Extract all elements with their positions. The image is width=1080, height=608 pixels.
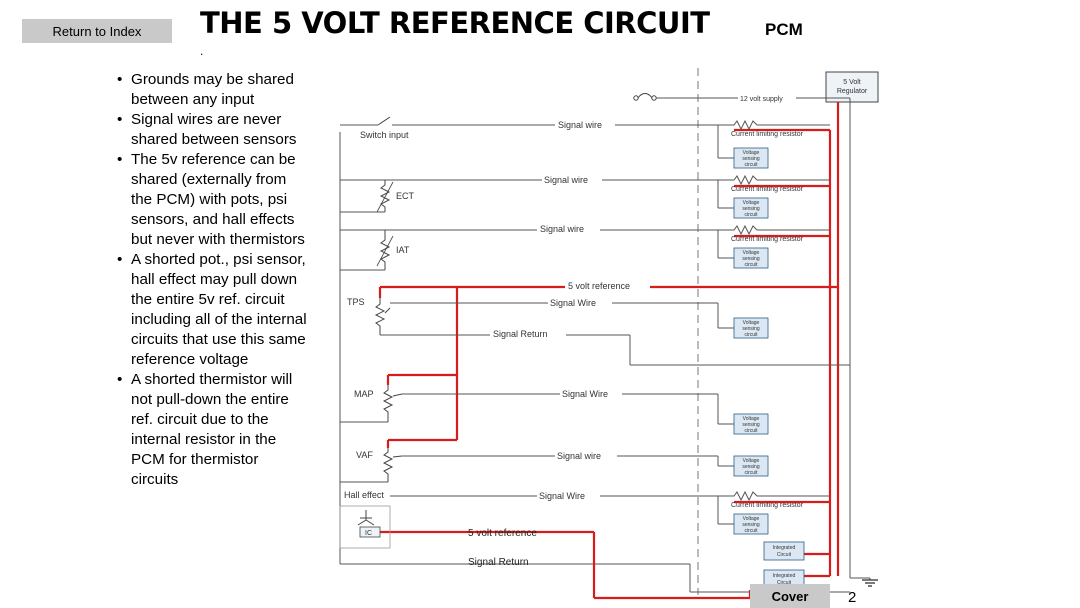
ect-signal-wire-label: Signal wire bbox=[544, 175, 588, 185]
hall-signal-wire-label: Signal Wire bbox=[539, 491, 585, 501]
hall-effect-sensor: Hall effect IC Signal Wire 5 volt refere… bbox=[339, 490, 710, 568]
svg-text:Voltage: Voltage bbox=[743, 516, 760, 522]
bullet-item: The 5v reference can be shared (external… bbox=[112, 150, 307, 250]
svg-text:sensing: sensing bbox=[742, 522, 759, 528]
integrated-circuit-box: Integrated Circuit bbox=[763, 541, 805, 561]
iat-sensor: IAT Signal wire bbox=[340, 224, 710, 271]
svg-text:sensing: sensing bbox=[742, 156, 759, 162]
svg-text:sensing: sensing bbox=[742, 326, 759, 332]
svg-text:sensing: sensing bbox=[742, 206, 759, 212]
svg-text:Voltage: Voltage bbox=[743, 416, 760, 422]
svg-text:sensing: sensing bbox=[742, 422, 759, 428]
signal-return-label: Signal Return bbox=[493, 329, 548, 339]
svg-text:Current limiting resistor: Current limiting resistor bbox=[731, 131, 804, 138]
svg-text:circuit: circuit bbox=[744, 528, 758, 534]
regulator-label-line2: Regulator bbox=[837, 88, 868, 95]
switch-signal-wire-label: Signal wire bbox=[558, 120, 602, 130]
pcm-label: PCM bbox=[765, 20, 803, 39]
svg-text:sensing: sensing bbox=[742, 464, 759, 470]
map-sensor: MAP Signal Wire bbox=[340, 385, 710, 423]
stray-mark: . bbox=[200, 44, 204, 58]
cover-button[interactable]: Cover bbox=[750, 584, 830, 608]
vaf-label: VAF bbox=[356, 450, 373, 460]
hall-five-volt-reference-label: 5 volt reference bbox=[468, 528, 537, 539]
hall-effect-label: Hall effect bbox=[344, 490, 384, 500]
svg-text:Voltage: Voltage bbox=[743, 320, 760, 326]
svg-text:Circuit: Circuit bbox=[777, 552, 792, 558]
ic-label: IC bbox=[365, 530, 372, 537]
svg-text:circuit: circuit bbox=[744, 212, 758, 218]
svg-text:Voltage: Voltage bbox=[743, 250, 760, 256]
voltage-sensing-box: Voltage sensing circuit bbox=[717, 125, 769, 169]
regulator-box bbox=[825, 71, 879, 103]
switch-input-label: Switch input bbox=[360, 130, 409, 140]
current-limiting-resistor: Current limiting resistor bbox=[710, 490, 830, 509]
ic-box bbox=[359, 526, 381, 538]
current-limiting-resistor: Current limiting resistor bbox=[710, 224, 830, 243]
svg-text:Current limiting resistor: Current limiting resistor bbox=[731, 186, 804, 193]
vaf-signal-wire-label: Signal wire bbox=[557, 451, 601, 461]
voltage-sensing-box: Voltage sensing circuit bbox=[717, 230, 769, 269]
page-number: 2 bbox=[848, 589, 857, 606]
svg-text:circuit: circuit bbox=[744, 470, 758, 476]
map-label: MAP bbox=[354, 389, 374, 399]
svg-text:Voltage: Voltage bbox=[743, 150, 760, 156]
voltage-sensing-box: Voltage sensing circuit bbox=[710, 393, 769, 435]
bullet-item: Grounds may be shared between any input bbox=[112, 70, 307, 110]
voltage-sensing-box: Voltage sensing circuit bbox=[710, 455, 769, 477]
bullet-item: A shorted pot., psi sensor, hall effect … bbox=[112, 250, 307, 370]
page-title: THE 5 VOLT REFERENCE CIRCUIT bbox=[200, 6, 710, 40]
svg-text:circuit: circuit bbox=[744, 428, 758, 434]
map-signal-wire-label: Signal Wire bbox=[562, 389, 608, 399]
voltage-sensing-box: Voltage sensing circuit bbox=[710, 302, 769, 339]
svg-text:circuit: circuit bbox=[744, 332, 758, 338]
svg-text:circuit: circuit bbox=[744, 162, 758, 168]
ect-label: ECT bbox=[396, 191, 415, 201]
current-limiting-resistor: Current limiting resistor bbox=[710, 174, 830, 193]
svg-text:Voltage: Voltage bbox=[743, 458, 760, 464]
regulator-label-line1: 5 Volt bbox=[843, 79, 861, 86]
svg-text:Integrated: Integrated bbox=[773, 573, 796, 579]
reference-circuit-diagram: 5 Volt Regulator 12 volt supply Switch i… bbox=[339, 68, 879, 600]
supply-label: 12 volt supply bbox=[740, 96, 783, 103]
five-volt-reference-label: 5 volt reference bbox=[568, 281, 630, 291]
svg-text:circuit: circuit bbox=[744, 262, 758, 268]
svg-text:sensing: sensing bbox=[742, 256, 759, 262]
five-volt-reference-wire bbox=[378, 102, 840, 600]
switch-input: Switch input Signal wire bbox=[340, 116, 710, 140]
svg-text:Current limiting resistor: Current limiting resistor bbox=[731, 236, 804, 243]
bullet-item: A shorted thermistor will not pull-down … bbox=[112, 370, 307, 490]
tps-sensor: TPS Signal Wire Signal Return bbox=[347, 297, 850, 366]
svg-text:Circuit: Circuit bbox=[777, 580, 792, 586]
twelve-volt-supply: 12 volt supply bbox=[633, 93, 851, 103]
svg-text:Current limiting resistor: Current limiting resistor bbox=[731, 502, 804, 509]
svg-text:Voltage: Voltage bbox=[743, 200, 760, 206]
current-limiting-resistor: Current limiting resistor bbox=[710, 119, 830, 138]
svg-text:Integrated: Integrated bbox=[773, 545, 796, 551]
voltage-sensing-box: Voltage sensing circuit bbox=[717, 180, 769, 219]
vaf-sensor: VAF Signal wire bbox=[340, 448, 710, 483]
ect-sensor: ECT Signal wire bbox=[340, 175, 710, 213]
tps-label: TPS bbox=[347, 297, 365, 307]
bullet-list: Grounds may be shared between any input … bbox=[112, 70, 307, 490]
integrated-circuit-box: Integrated Circuit bbox=[763, 569, 805, 589]
hall-signal-return-label: Signal Return bbox=[468, 557, 529, 568]
bullet-item: Signal wires are never shared between se… bbox=[112, 110, 307, 150]
ground-symbol-icon bbox=[862, 579, 878, 587]
return-to-index-button[interactable]: Return to Index bbox=[22, 19, 172, 43]
iat-signal-wire-label: Signal wire bbox=[540, 224, 584, 234]
iat-label: IAT bbox=[396, 245, 410, 255]
tps-signal-wire-label: Signal Wire bbox=[550, 298, 596, 308]
voltage-sensing-box: Voltage sensing circuit bbox=[717, 496, 769, 535]
